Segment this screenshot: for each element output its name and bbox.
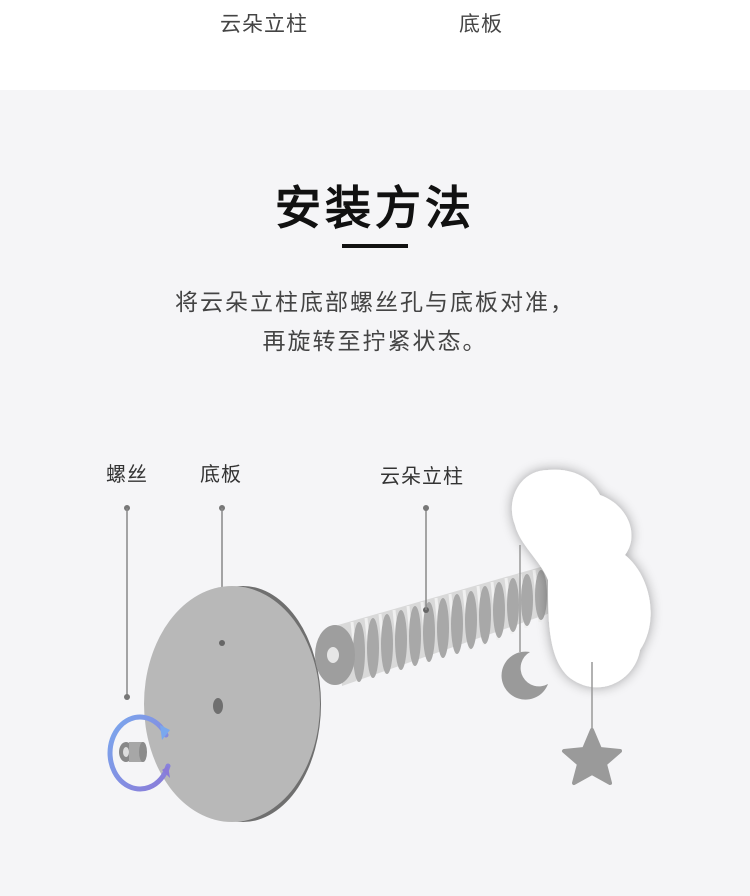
screw <box>119 742 147 762</box>
label-cloud-pillar: 云朵立柱 <box>380 464 464 488</box>
label-base-plate: 底板 <box>200 462 242 486</box>
cloud-pillar-rod <box>315 505 576 686</box>
star-icon <box>562 728 622 785</box>
moon-icon <box>501 651 548 700</box>
leader-line-screw <box>124 505 130 700</box>
top-label-cloud-pillar: 云朵立柱 <box>220 12 308 36</box>
section-title: 安装方法 <box>275 181 475 235</box>
rotation-arrow-icon <box>107 714 171 792</box>
label-screw: 螺丝 <box>106 462 148 486</box>
base-plate <box>144 586 321 822</box>
description-line-1: 将云朵立柱底部螺丝孔与底板对准， <box>175 290 575 316</box>
description-line-2: 再旋转至拧紧状态。 <box>262 329 488 355</box>
cloud-shape <box>511 469 651 688</box>
top-label-base-plate: 底板 <box>459 12 503 36</box>
top-strip: 云朵立柱 底板 <box>0 0 750 90</box>
title-underline <box>342 244 408 248</box>
